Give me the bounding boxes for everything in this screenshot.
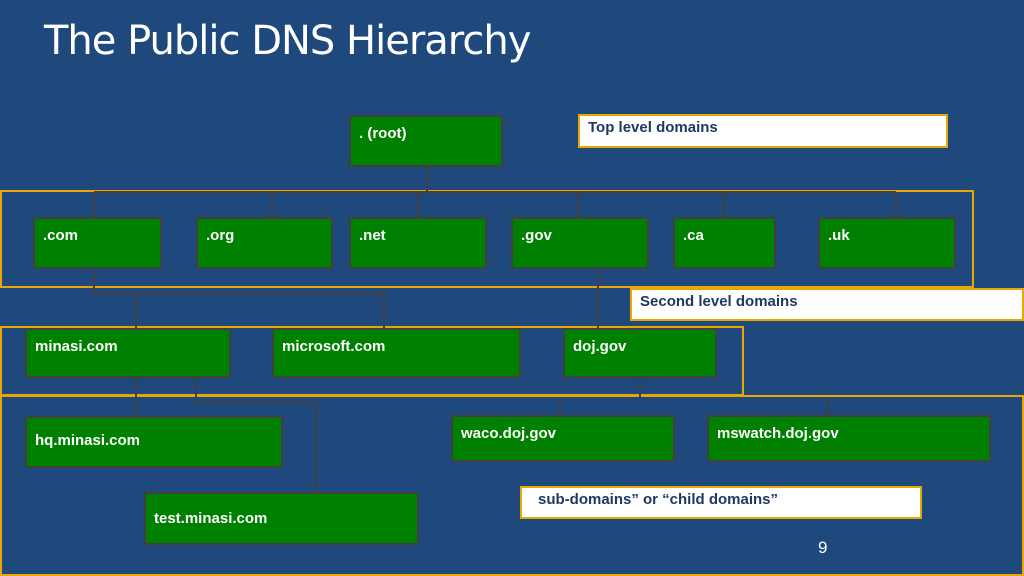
label-second-level-domains: Second level domains <box>630 288 1024 321</box>
node-microsoft-com: microsoft.com <box>272 328 521 378</box>
node-minasi-com: minasi.com <box>25 328 231 378</box>
sub-domain-band <box>0 395 1024 576</box>
label-top-level-domains: Top level domains <box>578 114 948 148</box>
node-org: .org <box>196 217 333 269</box>
node-hq-minasi-com: hq.minasi.com <box>25 416 283 468</box>
label-sub-domains: sub-domains” or “child domains” <box>520 486 922 519</box>
node-net: .net <box>349 217 487 269</box>
node-mswatch-doj-gov: mswatch.doj.gov <box>707 415 991 462</box>
slide-title: The Public DNS Hierarchy <box>44 18 531 64</box>
node-ca: .ca <box>673 217 776 269</box>
node-waco-doj-gov: waco.doj.gov <box>451 415 675 462</box>
node-gov: .gov <box>511 217 649 269</box>
page-number: 9 <box>818 538 828 557</box>
node-doj-gov: doj.gov <box>563 328 717 378</box>
node-uk: .uk <box>818 217 956 269</box>
node-root: . (root) <box>349 115 503 167</box>
node-test-minasi-com: test.minasi.com <box>144 492 419 545</box>
node-com: .com <box>33 217 162 269</box>
